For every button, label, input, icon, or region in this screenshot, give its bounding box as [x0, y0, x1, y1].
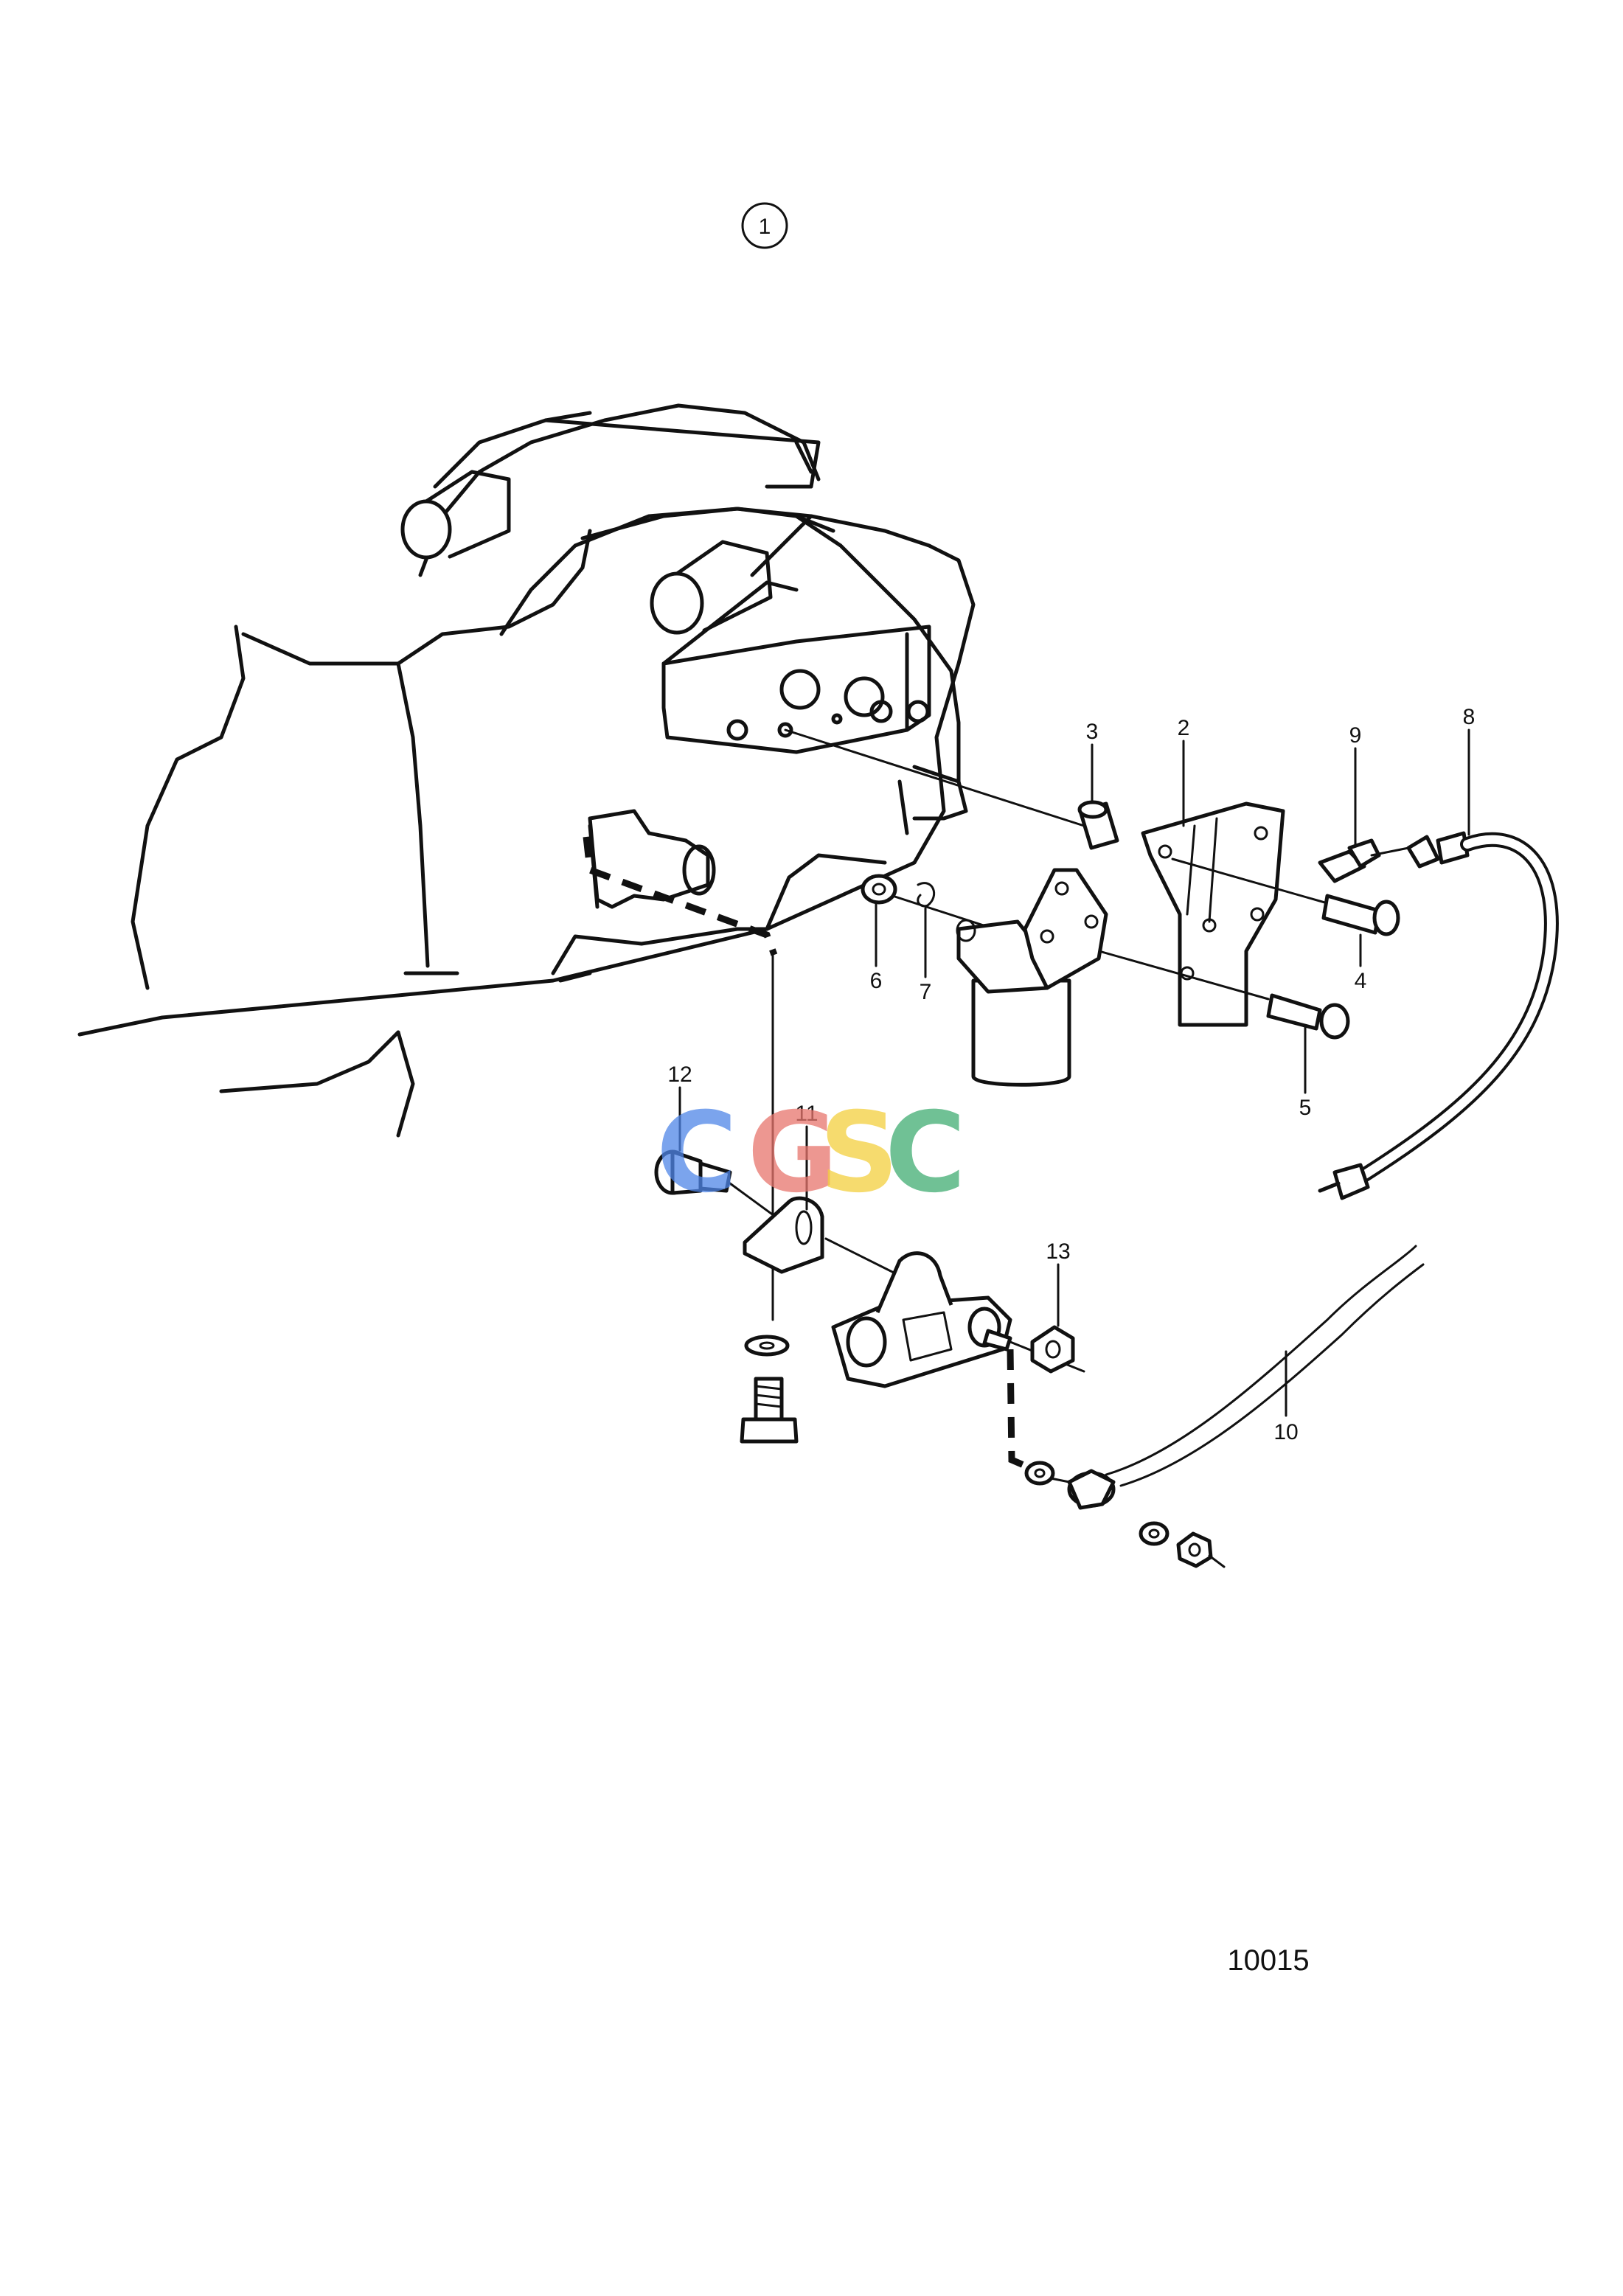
- figure-number-badge: 1: [741, 202, 788, 249]
- bolt: [740, 1377, 799, 1444]
- callout-7: 7: [920, 980, 932, 1004]
- figure-number: 1: [759, 215, 771, 239]
- watermark-letter: C: [656, 1089, 737, 1217]
- part-12-bolt: [654, 1149, 787, 1225]
- callout-13: 13: [1046, 1239, 1070, 1264]
- watermark-letter: S: [819, 1089, 899, 1217]
- part-3-spacer: [1077, 800, 1119, 850]
- part-4-bolt: [1171, 857, 1400, 936]
- drawing-code: 10015: [1227, 1944, 1309, 1977]
- part-8-hose: [1318, 831, 1559, 1200]
- washer: [744, 1335, 790, 1357]
- watermark-logo: C G S C: [656, 1089, 966, 1217]
- part-5-bolt: [1046, 935, 1350, 1040]
- watermark-letter: G: [747, 1089, 838, 1217]
- engine-housing: [77, 403, 976, 1138]
- callout-6: 6: [870, 969, 883, 993]
- filter-mount: [956, 868, 1108, 1087]
- ground-wire-dashed: [583, 836, 778, 956]
- callout-4: 4: [1355, 969, 1367, 993]
- washer: [1139, 1521, 1170, 1546]
- mount-block: [831, 1251, 1012, 1388]
- part-2-bracket: [1141, 801, 1285, 1027]
- sensor-wire-dashed: [1007, 1349, 1030, 1471]
- callout-labels: 2 3 4 5 6 7 8 9 10 11 12 13: [667, 705, 1475, 1444]
- callout-12: 12: [667, 1062, 692, 1087]
- part-13-nut: [1030, 1325, 1075, 1374]
- callout-2: 2: [1178, 716, 1190, 740]
- callout-8: 8: [1463, 705, 1476, 729]
- callout-9: 9: [1349, 723, 1362, 748]
- leader-line: [1208, 1554, 1226, 1568]
- callout-11: 11: [795, 1102, 818, 1126]
- callout-leaders: [678, 728, 1470, 1417]
- leader-line: [784, 728, 1085, 827]
- callout-3: 3: [1086, 720, 1099, 744]
- watermark-letter: C: [885, 1089, 966, 1217]
- part-7-washer: [917, 882, 936, 908]
- nut: [1176, 1531, 1213, 1568]
- part-11-bracket: [743, 1196, 824, 1274]
- part-6-nut: [861, 874, 897, 905]
- callout-5: 5: [1299, 1096, 1312, 1120]
- part-10-cable: [1024, 1245, 1425, 1510]
- callout-10: 10: [1273, 1420, 1298, 1444]
- part-9-adapter: [1318, 838, 1410, 883]
